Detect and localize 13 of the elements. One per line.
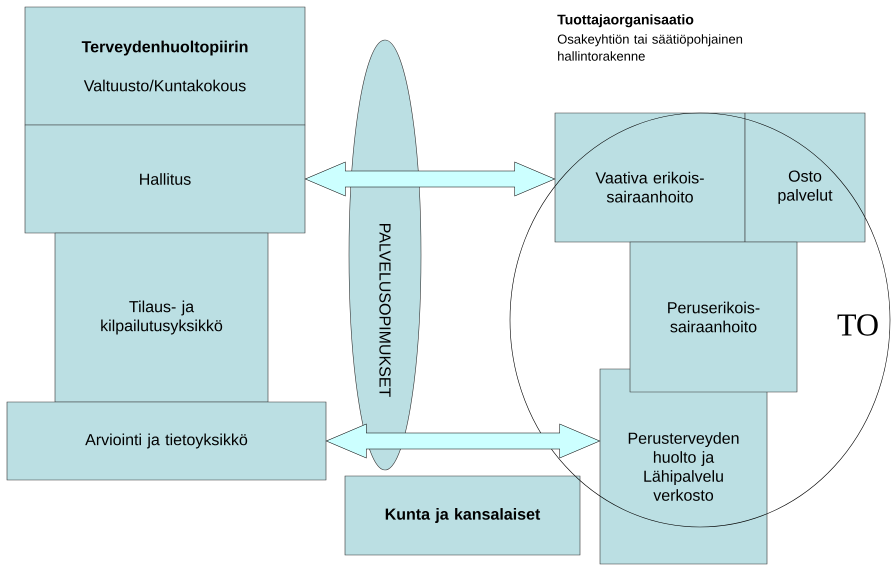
citizens-box: Kunta ja kansalaiset bbox=[344, 476, 580, 556]
heading: Tuottajaorganisaatio bbox=[557, 14, 694, 28]
board-box: Hallitus bbox=[24, 124, 306, 234]
vertical-text: PALVELUSOPIMUKSET bbox=[379, 224, 391, 397]
service-box: Perusterveyden huolto ja Lähipalvelu verkosto bbox=[600, 368, 768, 564]
subheading: Osakeyhtiön tai säätiöpohjainen hallintorakenne bbox=[558, 34, 742, 61]
council-box: Terveydenhuoltopiirin Valtuusto/Kuntakokous bbox=[24, 6, 306, 126]
unit-box: Arviointi ja tietoyksikkö bbox=[6, 402, 326, 480]
double-arrow bbox=[305, 162, 555, 196]
circle-letters: TO bbox=[838, 314, 878, 336]
node-label: Perusterveyden huolto ja Lähipalvelu verkosto bbox=[628, 432, 738, 501]
double-arrow bbox=[326, 424, 600, 458]
unit-box: Tilaus- ja kilpailutusyksikkö bbox=[54, 232, 268, 402]
